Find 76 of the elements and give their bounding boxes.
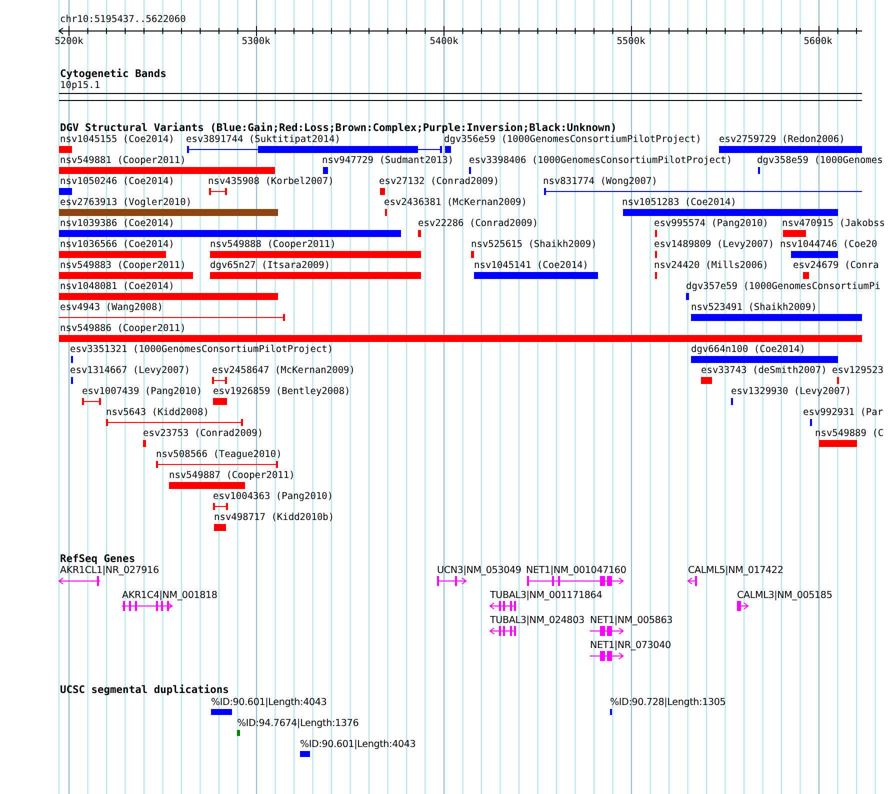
variant-label: nsv470915 (Jakobss [782, 218, 885, 230]
variant-label: esv1314667 (Levy2007) [70, 365, 190, 377]
variant-label: esv1329930 (Levy2007) [731, 386, 852, 398]
variant-label: esv2436381 (McKernan2009) [384, 197, 527, 209]
variant-label: nsv549887 (Cooper2011) [169, 470, 295, 482]
variant-label: nsv1044746 (Coe20 [780, 239, 878, 251]
variant-label: nsv1036566 (Coe2014) [60, 239, 174, 251]
coordinate-label: chr10:5195437..5622060 [60, 14, 186, 26]
gene-label: NET1|NR_073040 [590, 640, 671, 652]
variant-label: esv2458647 (McKernan2009) [212, 365, 355, 377]
track-title: DGV Structural Variants (Blue:Gain;Red:Loss;Brown:Complex;Purple:Inversion;Black:Unknown) [60, 122, 617, 134]
variant-label: nsv549889 (C [815, 428, 884, 440]
variant-label: nsv831774 (Wong2007) [543, 176, 658, 188]
tick-label: 5600k [804, 36, 832, 48]
variant-label: nsv549888 (Cooper2011) [210, 239, 336, 251]
gene-label: CALML5|NM_017422 [688, 565, 784, 577]
variant-label: nsv498717 (Kidd2010b) [214, 512, 334, 524]
gene-label: CALML3|NM_005185 [737, 590, 832, 602]
variant-label: nsv1039386 (Coe2014) [60, 218, 174, 230]
variant-label: esv129523 [832, 365, 884, 377]
gene-label: AKR1CL1|NR_027916 [60, 565, 159, 577]
track-title: UCSC segmental duplications [60, 684, 229, 696]
variant-label: dgv357e59 (1000GenomesConsortiumPi [686, 281, 880, 293]
tick-label: 5400k [430, 36, 458, 48]
variant-label: nsv523491 (Shaikh2009) [691, 302, 817, 314]
track-title: RefSeq Genes [60, 553, 136, 565]
tick-label: 5500k [616, 36, 646, 48]
variant-label: nsv1045155 (Coe2014) [60, 134, 174, 146]
gene-label: NET1|NM_001047160 [526, 565, 626, 577]
variant-label: nsv1045141 (Coe2014) [474, 260, 588, 272]
variant-label: esv1007439 (Pang2010) [82, 386, 202, 398]
variant-label: nsv549886 (Cooper2011) [60, 323, 186, 335]
tick-label: 5200k [54, 36, 84, 48]
variant-label: esv2763913 (Vogler2010) [60, 197, 192, 209]
gene-label: NET1|NM_005863 [590, 615, 673, 627]
variant-label: nsv1051283 (Coe2014) [622, 197, 736, 209]
variant-label: esv3398406 (1000GenomesConsortiumPilotProject) [469, 155, 732, 167]
variant-label: esv23753 (Conrad2009) [143, 428, 264, 440]
variant-label: esv1926859 (Bentley2008) [213, 386, 350, 398]
variant-label: dgv356e59 (1000GenomesConsortiumPilotProject) [444, 134, 702, 146]
duplication-label: %ID:90.601|Length:4043 [300, 739, 416, 751]
variant-label: esv995574 (Pang2010) [654, 218, 768, 230]
variant-label: dgv358e59 (1000Genomes [757, 155, 883, 167]
variant-label: esv24679 (Conra [793, 260, 879, 272]
variant-label: nsv24420 (Mills2006) [654, 260, 768, 272]
gene-label: AKR1C4|NM_001818 [122, 590, 218, 602]
duplication-label: %ID:90.728|Length:1305 [610, 697, 726, 709]
duplication-label: %ID:94.7674|Length:1376 [237, 718, 359, 730]
variant-label: esv992931 (Par [803, 407, 884, 419]
variant-label: dgv664n100 (Coe2014) [691, 344, 806, 356]
variant-label: nsv549883 (Cooper2011) [60, 260, 186, 272]
duplication-label: %ID:90.601|Length:4043 [211, 697, 327, 709]
variant-label: esv22286 (Conrad2009) [418, 218, 538, 230]
variant-label: nsv508566 (Teague2010) [156, 449, 282, 461]
variant-label: esv27132 (Conrad2009) [379, 176, 500, 188]
variant-label: esv33743 (deSmith2007) [701, 365, 827, 377]
variant-label: dgv65n27 (Itsara2009) [210, 260, 330, 272]
variant-label: esv4943 (Wang2008) [60, 302, 163, 314]
variant-label: nsv549881 (Cooper2011) [60, 155, 186, 167]
variant-label: esv1489809 (Levy2007) [654, 239, 774, 251]
variant-label: esv1004363 (Pang2010) [213, 491, 334, 503]
tick-label: 5300k [242, 36, 270, 48]
gene-label: UCN3|NM_053049 [437, 565, 522, 577]
variant-label: esv2759729 (Redon2006) [719, 134, 845, 146]
band-label: 10p15.1 [60, 80, 100, 92]
gene-label: TUBAL3|NM_024803 [490, 615, 584, 627]
variant-label: nsv5643 (Kidd2008) [106, 407, 209, 419]
variant-label: esv3891744 (Suktitipat2014) [186, 134, 340, 146]
gene-label: TUBAL3|NM_001171864 [490, 590, 602, 602]
variant-label: nsv947729 (Sudmant2013) [322, 155, 454, 167]
variant-label: nsv435908 (Korbel2007) [208, 176, 334, 188]
track-title: Cytogenetic Bands [60, 68, 166, 80]
variant-label: esv3351321 (1000GenomesConsortiumPilotProject) [70, 344, 334, 356]
variant-label: nsv1048081 (Coe2014) [60, 281, 174, 293]
variant-label: nsv1050246 (Coe2014) [60, 176, 174, 188]
variant-label: nsv525615 (Shaikh2009) [471, 239, 597, 251]
